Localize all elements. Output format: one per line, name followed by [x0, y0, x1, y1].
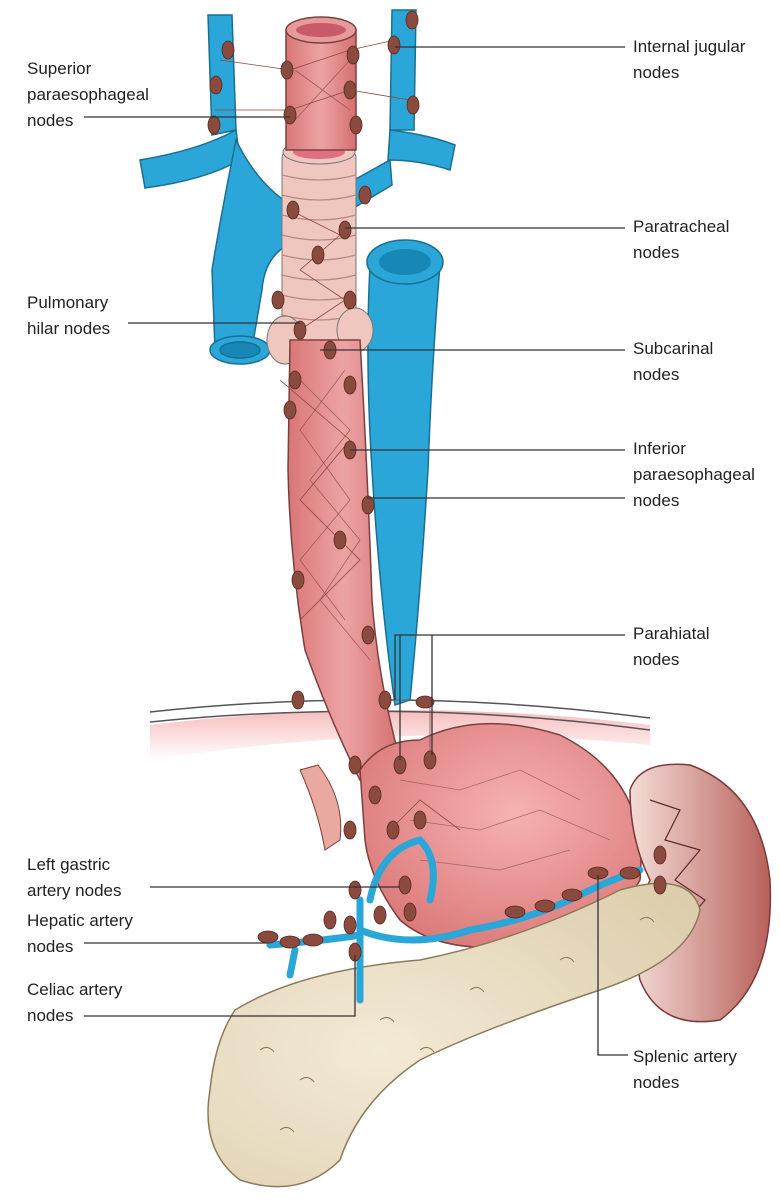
label-inferior-paraesophageal-nodes: Inferior paraesophageal nodes — [633, 439, 755, 510]
lymph-vessels — [215, 39, 461, 831]
label-left-gastric-artery-nodes: Left gastric artery nodes — [27, 855, 122, 900]
label-celiac-artery-nodes: Celiac artery nodes — [27, 980, 123, 1025]
label-internal-jugular-nodes: Internal jugular nodes — [633, 37, 746, 82]
pancreas — [207, 882, 701, 1188]
descending-aorta — [366, 239, 444, 706]
label-pulmonary-hilar-nodes: Pulmonary hilar nodes — [27, 293, 111, 338]
label-subcarinal-nodes: Subcarinal nodes — [633, 339, 714, 384]
label-superior-paraesophageal-nodes: Superior paraesophageal nodes — [27, 59, 149, 130]
label-hepatic-artery-nodes: Hepatic artery nodes — [27, 911, 133, 956]
lymph-nodes — [207, 10, 667, 962]
esophagus — [285, 16, 401, 782]
leader-lines — [84, 46, 628, 1056]
label-splenic-artery-nodes: Splenic artery nodes — [633, 1047, 737, 1092]
label-parahiatal-nodes: Parahiatal nodes — [633, 624, 710, 669]
label-paratracheal-nodes: Paratracheal nodes — [633, 217, 730, 262]
